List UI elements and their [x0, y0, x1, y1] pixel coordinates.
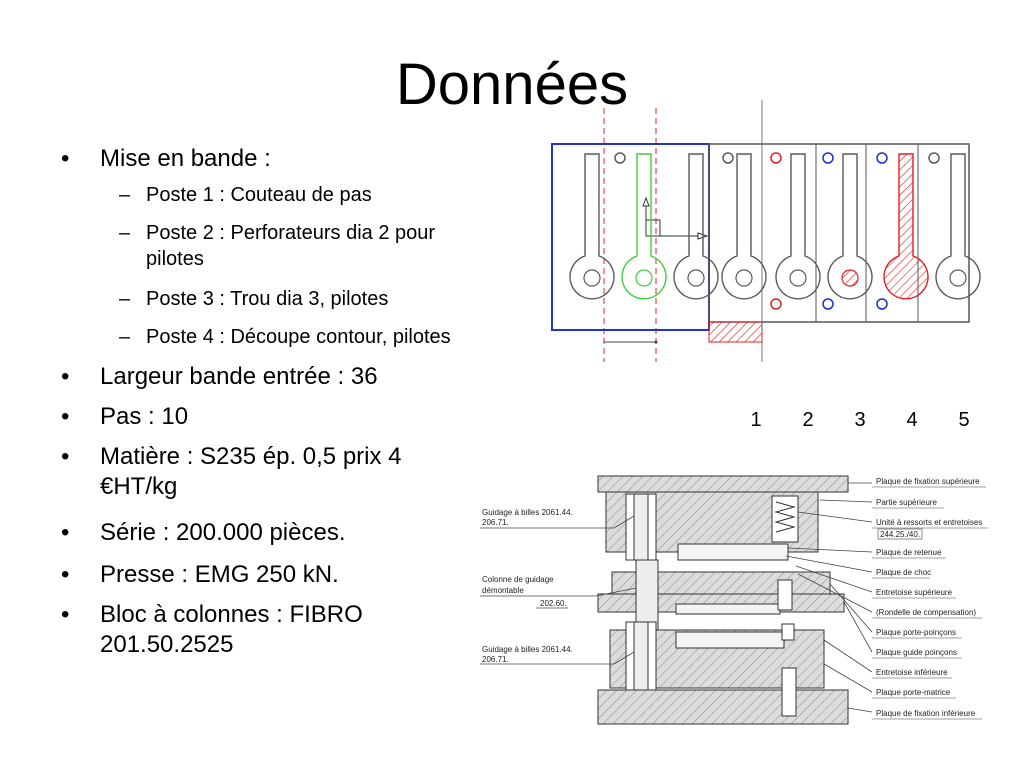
pilot-hole: [876, 298, 888, 310]
strip-blade-outline: [883, 153, 929, 300]
dash-marker: –: [119, 288, 131, 310]
center-hole: [687, 269, 705, 287]
retaining-plate: [677, 543, 789, 561]
label-porte-matrice: Plaque porte-matrice: [876, 688, 951, 697]
bullet-matiere: • Matière : S235 ép. 0,5 prix 4 €HT/kg: [61, 442, 402, 502]
bullet-marker: •: [61, 145, 70, 172]
ball-guide-bottom: [633, 621, 649, 693]
pilot-hole: [928, 152, 940, 164]
label-colonne-ref: 202.60.: [540, 599, 567, 608]
sub-bullet-text: Poste 3 : Trou dia 3, pilotes: [146, 288, 389, 310]
strip-frame: [708, 143, 970, 323]
bullet-presse: • Presse : EMG 250 kN.: [61, 560, 339, 590]
center-hole: [789, 269, 807, 287]
bullet-marker: •: [61, 561, 70, 588]
label-unite-ressorts: Unité à ressorts et entretoises: [876, 518, 982, 527]
label-plaque-choc: Plaque de choc: [876, 568, 931, 577]
sub-bullet-text-cont: pilotes: [146, 248, 204, 270]
label-plaque-fixation-inf: Plaque de fixation inférieure: [876, 709, 976, 718]
strip-blade-outline: [827, 153, 873, 300]
label-guidage-bottom-ref: 206.71.: [482, 655, 509, 664]
sub-bullet-text: Poste 4 : Découpe contour, pilotes: [146, 326, 451, 348]
ball-guide-top: [633, 493, 649, 561]
label-guidage-top-ref: 206.71.: [482, 518, 509, 527]
pilot-hole: [614, 152, 626, 164]
pilot-hole: [822, 152, 834, 164]
bullet-marker: •: [61, 443, 70, 470]
bullet-text-cont: 201.50.2525: [100, 631, 234, 658]
strip-blade-outline: [721, 153, 767, 300]
label-partie-sup: Partie supérieure: [876, 498, 937, 507]
dash-marker: –: [119, 184, 131, 206]
label-entretoise-inf: Entretoise inférieure: [876, 668, 948, 677]
pilot-hole: [822, 298, 834, 310]
bullet-marker: •: [61, 403, 70, 430]
dash-marker: –: [119, 222, 131, 244]
pilot-hole: [876, 152, 888, 164]
center-hole: [949, 269, 967, 287]
center-hole: [635, 269, 653, 287]
bullet-serie: • Série : 200.000 pièces.: [61, 518, 346, 548]
bullet-text: Mise en bande :: [100, 145, 271, 172]
page-title: Données: [395, 52, 629, 117]
bullet-text-cont: €HT/kg: [100, 473, 178, 500]
bullet-text: Largeur bande entrée : 36: [100, 363, 378, 390]
bullet-marker: •: [61, 363, 70, 390]
strip-frame-blue: [551, 143, 710, 331]
center-hole-hatched: [841, 269, 859, 287]
die-assembly-diagram: Plaque de fixation supérieure Partie sup…: [480, 475, 988, 725]
station-number: 1: [750, 409, 761, 431]
bullet-text: Série : 200.000 pièces.: [100, 519, 346, 546]
bullet-text: Pas : 10: [100, 403, 189, 430]
guide-column: [635, 559, 659, 631]
label-colonne-cont: démontable: [482, 586, 524, 595]
screw: [781, 667, 797, 717]
scrap-hatch: [708, 321, 763, 343]
label-plaque-fixation-sup: Plaque de fixation supérieure: [876, 477, 980, 486]
sub-bullet-poste1: –Poste 1 : Couteau de pas: [119, 182, 372, 208]
bullet-marker: •: [61, 601, 70, 628]
pilot-hole: [722, 152, 734, 164]
sub-bullet-text: Poste 2 : Perforateurs dia 2 pour: [146, 222, 436, 244]
top-plate: [597, 475, 849, 493]
dash-marker: –: [119, 326, 131, 348]
center-hole: [583, 269, 601, 287]
label-guidage-bottom: Guidage à billes 2061.44.: [482, 645, 573, 654]
bullet-mise-en-bande: • Mise en bande :: [61, 144, 271, 174]
bullet-largeur: • Largeur bande entrée : 36: [61, 362, 378, 392]
sub-bullet-text: Poste 1 : Couteau de pas: [146, 184, 372, 206]
strip-blade-outline: [775, 153, 821, 300]
station-number: 4: [906, 409, 917, 431]
strip-layout-diagram: 1 2 3 4 5: [551, 100, 981, 431]
pilot-hole: [770, 298, 782, 310]
station-number: 5: [958, 409, 969, 431]
center-hole: [735, 269, 753, 287]
sub-bullet-poste4: –Poste 4 : Découpe contour, pilotes: [119, 324, 451, 350]
strip-blade-outline: [935, 153, 981, 300]
bottom-plate: [597, 689, 849, 725]
bullet-text: Bloc à colonnes : FIBRO: [100, 601, 363, 628]
label-entretoise-sup: Entretoise supérieure: [876, 588, 953, 597]
bullet-pas: • Pas : 10: [61, 402, 189, 432]
label-colonne: Colonne de guidage: [482, 575, 554, 584]
station-number: 2: [802, 409, 813, 431]
pilot-hole: [770, 152, 782, 164]
label-rondelle: (Rondelle de compensation): [876, 608, 976, 617]
label-guide-poincons: Plaque guide poinçons: [876, 648, 957, 657]
bullet-text: Matière : S235 ép. 0,5 prix 4: [100, 443, 402, 470]
bullet-bloc: • Bloc à colonnes : FIBRO 201.50.2525: [61, 600, 363, 660]
station-number: 3: [854, 409, 865, 431]
bullet-marker: •: [61, 519, 70, 546]
label-plaque-retenue: Plaque de retenue: [876, 548, 942, 557]
label-unite-ref: 244.25./40.: [880, 530, 920, 539]
strip-blade-outline: [569, 153, 615, 300]
label-porte-poincons: Plaque porte-poinçons: [876, 628, 956, 637]
bullet-text: Presse : EMG 250 kN.: [100, 561, 339, 588]
sub-bullet-poste2: –Poste 2 : Perforateurs dia 2 pour pilote…: [119, 220, 436, 272]
strip-blade-outline: [673, 153, 719, 300]
sub-bullet-poste3: –Poste 3 : Trou dia 3, pilotes: [119, 286, 389, 312]
strip-blade-outline: [621, 153, 667, 300]
label-guidage-top: Guidage à billes 2061.44.: [482, 508, 573, 517]
